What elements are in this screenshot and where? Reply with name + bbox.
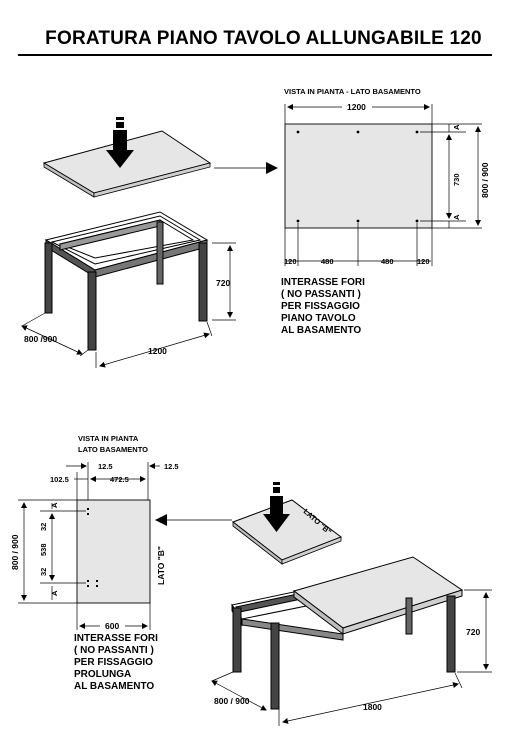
bottom-off-12-5-right: 12.5 [164, 462, 179, 471]
svg-text:AL BASAMENTO: AL BASAMENTO [74, 681, 154, 692]
bottom-off-102-5: 102.5 [50, 475, 69, 484]
top-holes [296, 130, 419, 223]
bottom-left-arrow-icon [155, 514, 232, 526]
title-rule [18, 54, 492, 56]
top-marker-a-top: A [452, 124, 461, 130]
top-seg-120-right: 120 [417, 257, 430, 266]
top-table-frame [44, 211, 209, 351]
svg-text:( NO PASSANTI ): ( NO PASSANTI ) [74, 645, 154, 656]
bottom-seg-32-top: 32 [39, 523, 48, 531]
svg-text:PROLUNGA: PROLUNGA [74, 669, 131, 680]
bottom-marker-a-bottom: A [50, 590, 59, 596]
bottom-width-label: 600 [105, 621, 119, 631]
top-vertical-dims [420, 123, 482, 229]
top-depth-label: 800 /900 [24, 334, 57, 344]
bottom-span-472-5: 472.5 [110, 475, 129, 484]
bottom-off-12-5-left: 12.5 [98, 462, 113, 471]
svg-text:PER FISSAGGIO: PER FISSAGGIO [74, 657, 153, 668]
top-plan-rect [284, 123, 433, 229]
top-height-label: 720 [216, 278, 230, 288]
bottom-left-dims [18, 499, 86, 604]
bottom-width-dim [76, 603, 151, 630]
bottom-height-label: 720 [466, 627, 480, 637]
bottom-depth-dim [211, 671, 267, 711]
bottom-length-dim [278, 672, 463, 726]
top-tabletop-3d [42, 130, 212, 198]
top-marker-a-bottom: A [452, 214, 461, 220]
bottom-view-title-1: VISTA IN PIANTA [78, 434, 139, 443]
bottom-seg-538: 538 [39, 543, 48, 556]
bottom-depth-plan-label: 800 / 900 [10, 534, 20, 570]
svg-text:INTERASSE FORI: INTERASSE FORI [281, 277, 365, 288]
top-seg-480-b: 480 [381, 257, 394, 266]
bottom-marker-a-top: A [50, 502, 59, 508]
svg-text:INTERASSE FORI: INTERASSE FORI [74, 633, 158, 644]
top-height-dim [212, 242, 236, 321]
top-length-label: 1200 [148, 346, 167, 356]
svg-text:AL BASAMENTO: AL BASAMENTO [281, 325, 361, 336]
bottom-note: INTERASSE FORI ( NO PASSANTI ) PER FISSA… [74, 633, 158, 692]
svg-text:PIANO TAVOLO: PIANO TAVOLO [281, 313, 356, 324]
bottom-view-title-2: LATO BASAMENTO [78, 445, 148, 454]
top-note: INTERASSE FORI ( NO PASSANTI ) PER FISSA… [281, 277, 365, 336]
svg-text:( NO PASSANTI ): ( NO PASSANTI ) [281, 289, 361, 300]
bottom-holes [87, 508, 98, 587]
bottom-table-frame [231, 556, 464, 710]
svg-text:PER FISSAGGIO: PER FISSAGGIO [281, 301, 360, 312]
top-depth-dim [21, 312, 89, 357]
top-width-dim [284, 104, 433, 124]
bottom-plan-rect [76, 499, 151, 604]
page-title: FORATURA PIANO TAVOLO ALLUNGABILE 120 [45, 28, 482, 49]
bottom-length-label: 1800 [363, 702, 382, 712]
top-width-label: 1200 [347, 102, 366, 112]
top-right-arrow-icon [214, 162, 278, 174]
bottom-down-arrow-icon [263, 482, 290, 532]
top-seg-120-left: 120 [284, 257, 297, 266]
top-hole-spacing-v: 730 [452, 173, 461, 186]
bottom-depth-label: 800 / 900 [214, 696, 250, 706]
top-bottom-dims [284, 223, 433, 266]
top-depth-plan-label: 800 / 900 [480, 162, 490, 198]
top-view-title: VISTA IN PIANTA - LATO BASAMENTO [284, 87, 421, 96]
bottom-seg-32-bottom: 32 [39, 568, 48, 576]
top-down-arrow-icon [106, 117, 134, 168]
top-length-dim [95, 321, 213, 368]
bottom-height-dim [457, 589, 492, 673]
bottom-lato-b-label: LATO "B" [156, 546, 166, 585]
top-seg-480-a: 480 [321, 257, 334, 266]
